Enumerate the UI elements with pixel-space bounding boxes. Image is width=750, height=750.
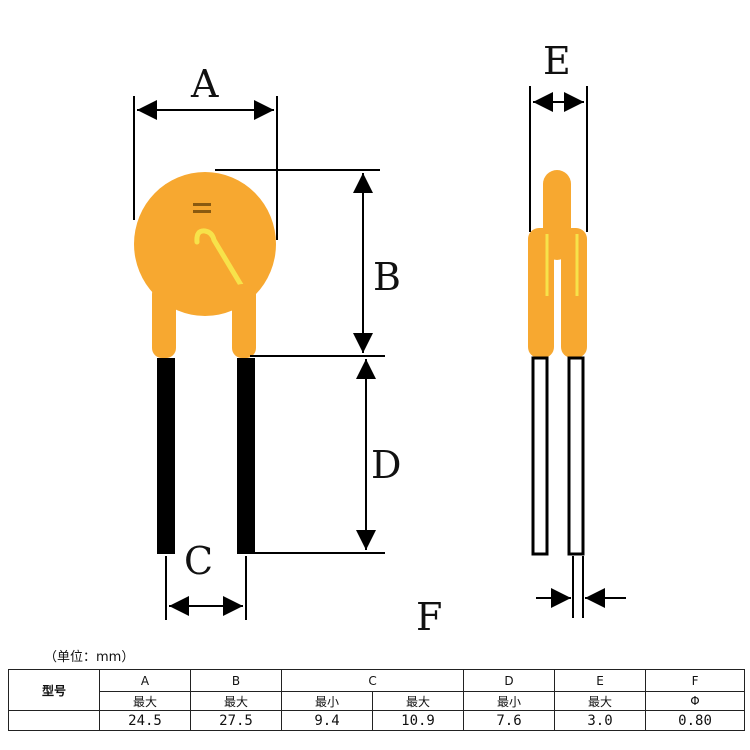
value-c-max: 10.9 bbox=[371, 710, 465, 731]
col-header-e: E bbox=[554, 669, 647, 692]
side-left-lead bbox=[531, 356, 549, 556]
side-view: E F bbox=[416, 39, 626, 639]
value-c-min: 9.4 bbox=[281, 710, 373, 731]
side-right-sleeve bbox=[561, 228, 587, 358]
dimension-d-label: D bbox=[371, 443, 401, 487]
col-header-d: D bbox=[463, 669, 556, 692]
value-a: 24.5 bbox=[99, 710, 191, 731]
model-header: 型号 bbox=[8, 669, 100, 711]
value-b: 27.5 bbox=[190, 710, 282, 731]
left-lead-sleeve bbox=[152, 284, 176, 358]
front-view: A B D C bbox=[133, 62, 401, 620]
subheader-c-min: 最小 bbox=[281, 691, 373, 711]
subheader-e-max: 最大 bbox=[554, 691, 647, 711]
side-left-sleeve bbox=[528, 228, 554, 358]
col-header-c: C bbox=[280, 669, 465, 692]
value-e: 3.0 bbox=[554, 710, 647, 731]
spec-table: 型号 A B C D E F 最大 最大 最小 最大 最小 最大 Φ 24.5 … bbox=[8, 669, 746, 731]
dimension-b-label: B bbox=[373, 255, 401, 299]
subheader-b-max: 最大 bbox=[190, 691, 282, 711]
disc-inner-marking bbox=[194, 228, 247, 293]
side-right-lead bbox=[567, 356, 585, 556]
col-header-f: F bbox=[645, 669, 746, 692]
unit-note: （单位：mm） bbox=[44, 650, 135, 665]
dimension-c-label: C bbox=[184, 539, 213, 583]
disc-marking-2 bbox=[193, 210, 211, 213]
left-lead bbox=[157, 358, 175, 554]
subheader-c-max: 最大 bbox=[371, 691, 465, 711]
component-drawing: A B D C E F bbox=[133, 39, 626, 639]
right-lead bbox=[237, 358, 255, 554]
model-cell bbox=[8, 710, 100, 731]
col-header-a: A bbox=[99, 669, 191, 692]
subheader-f-phi: Φ bbox=[645, 691, 746, 711]
dimension-e-label: E bbox=[543, 39, 571, 83]
subheader-d-min: 最小 bbox=[463, 691, 556, 711]
subheader-a-max: 最大 bbox=[99, 691, 191, 711]
dimension-a-label: A bbox=[190, 62, 219, 106]
dimension-f-label: F bbox=[416, 595, 442, 639]
value-f: 0.80 bbox=[645, 710, 746, 731]
right-lead-sleeve bbox=[232, 284, 256, 358]
value-d: 7.6 bbox=[463, 710, 556, 731]
disc-marking bbox=[193, 203, 211, 206]
col-header-b: B bbox=[190, 669, 282, 692]
